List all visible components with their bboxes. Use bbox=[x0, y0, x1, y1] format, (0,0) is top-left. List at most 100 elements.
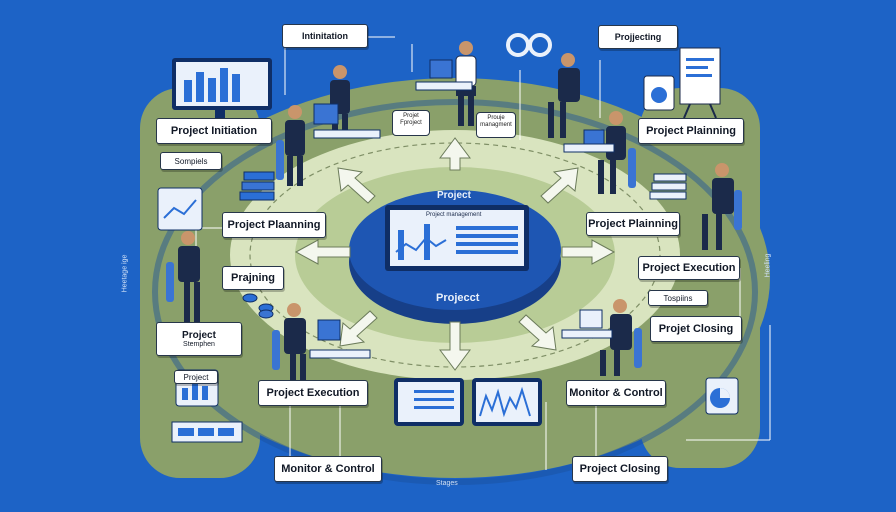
desk bbox=[415, 81, 473, 91]
chair bbox=[634, 328, 642, 368]
speech-bubble-right: Prouje managment bbox=[476, 112, 516, 138]
arrow-down bbox=[439, 321, 471, 371]
arrow-up-right bbox=[540, 167, 579, 204]
monitor-bottom-right-screen bbox=[476, 382, 538, 422]
link-icon bbox=[528, 33, 552, 57]
card-project-stemphen-title: Project bbox=[182, 330, 216, 341]
chart-card-line bbox=[163, 199, 197, 219]
center-subtitle: Projecct bbox=[436, 292, 480, 304]
center-monitor-row bbox=[456, 226, 518, 230]
monitor-row bbox=[414, 398, 454, 401]
person-icon bbox=[455, 41, 477, 126]
chart-bar bbox=[220, 68, 228, 102]
label-projet-closing: Projet Closing bbox=[650, 316, 742, 342]
person-icon bbox=[284, 303, 306, 380]
chart-bar bbox=[196, 72, 204, 102]
label-tospines: Tospiins bbox=[648, 290, 708, 306]
card-project-stemphen-sub: Stemphen bbox=[183, 341, 215, 348]
arrow-up-left bbox=[337, 167, 376, 204]
label-sompiels: Sompiels bbox=[160, 152, 222, 170]
books-icon bbox=[651, 182, 687, 191]
center-title: Project bbox=[437, 190, 471, 201]
chart-card-bar bbox=[202, 386, 208, 400]
label-projecting-top: Projjecting bbox=[598, 25, 678, 49]
chart-card-bar bbox=[182, 388, 188, 400]
chair bbox=[734, 190, 742, 230]
center-monitor-line-chart bbox=[395, 236, 447, 253]
chart-card-icon bbox=[157, 187, 203, 231]
chair bbox=[276, 140, 284, 180]
books-icon bbox=[241, 181, 275, 191]
chair bbox=[166, 262, 174, 302]
center-monitor-row bbox=[456, 250, 518, 254]
chart-bar bbox=[208, 78, 216, 102]
laptop-icon bbox=[583, 129, 605, 145]
label-project-planning-left: Project Plaanning bbox=[222, 212, 326, 238]
server-slot bbox=[178, 428, 194, 436]
easel-line bbox=[686, 74, 712, 77]
side-text-right: Heeling bbox=[764, 253, 772, 278]
monitor-bar-chart bbox=[479, 386, 531, 418]
books-icon bbox=[243, 171, 275, 181]
person-icon bbox=[702, 163, 734, 250]
arrow-down-left bbox=[339, 310, 378, 347]
chart-bar bbox=[232, 74, 240, 102]
easel-legs bbox=[683, 103, 717, 119]
server-slot bbox=[198, 428, 214, 436]
center-monitor-bar bbox=[398, 230, 404, 260]
arrow-right bbox=[561, 239, 616, 265]
label-monitor-control-bottom-right: Monitor & Control bbox=[566, 380, 666, 406]
label-project-planning-right-mid: Project Plainning bbox=[586, 212, 680, 236]
label-monitor-control-bottom: Monitor & Control bbox=[274, 456, 382, 482]
label-project-execution-bottom-left: Project Execution bbox=[258, 380, 368, 406]
center-monitor-row bbox=[456, 242, 518, 246]
person-icon bbox=[178, 231, 200, 322]
laptop-icon bbox=[313, 103, 339, 125]
laptop-icon bbox=[579, 309, 603, 329]
arrow-down-right bbox=[518, 314, 557, 351]
stages-caption: Stages bbox=[436, 480, 458, 487]
monitor-bottom-left-screen bbox=[398, 382, 460, 422]
label-initiation-top: Intinitation bbox=[282, 24, 368, 48]
label-project-planning-right-top: Project Plainning bbox=[638, 118, 744, 144]
chart-bar bbox=[184, 80, 192, 102]
label-project-initiation: Project Initiation bbox=[156, 118, 272, 144]
label-project-execution-right: Project Execution bbox=[638, 256, 740, 280]
pie-slice bbox=[720, 388, 730, 398]
desk bbox=[563, 143, 615, 153]
laptop-icon bbox=[317, 319, 341, 341]
easel-line bbox=[686, 58, 714, 61]
label-project-small: Project bbox=[174, 370, 218, 384]
desk bbox=[309, 349, 371, 359]
server-slot bbox=[218, 428, 234, 436]
person-icon bbox=[548, 53, 580, 138]
monitor-row bbox=[414, 406, 454, 409]
card-project-stemphen: Project Stemphen bbox=[156, 322, 242, 356]
books-icon bbox=[239, 191, 275, 201]
arrow-up bbox=[439, 137, 471, 171]
side-text-left: Heetage ige bbox=[121, 254, 129, 293]
speech-bubble-left: Projet Fproject bbox=[392, 110, 430, 136]
center-monitor-row bbox=[456, 234, 518, 238]
chart-card-bar bbox=[192, 382, 198, 400]
arrow-left bbox=[294, 239, 351, 265]
label-planning-left: Prajning bbox=[222, 266, 284, 290]
center-monitor-bar bbox=[424, 224, 430, 260]
link-icon bbox=[506, 33, 530, 57]
easel-line bbox=[686, 66, 708, 69]
desk bbox=[313, 129, 381, 139]
coins-icon bbox=[242, 293, 258, 303]
chair bbox=[272, 330, 280, 370]
books-icon bbox=[653, 173, 687, 182]
coins-icon bbox=[258, 309, 274, 319]
monitor-row bbox=[414, 390, 454, 393]
center-screen-title: Project management bbox=[426, 212, 482, 218]
calendar-icon bbox=[651, 87, 667, 103]
laptop-icon bbox=[429, 59, 453, 79]
label-project-closing-bottom: Project Closing bbox=[572, 456, 668, 482]
person-icon bbox=[285, 105, 305, 186]
books-icon bbox=[649, 191, 687, 200]
person-icon bbox=[600, 299, 632, 376]
monitor-top-left-stand bbox=[215, 110, 225, 118]
